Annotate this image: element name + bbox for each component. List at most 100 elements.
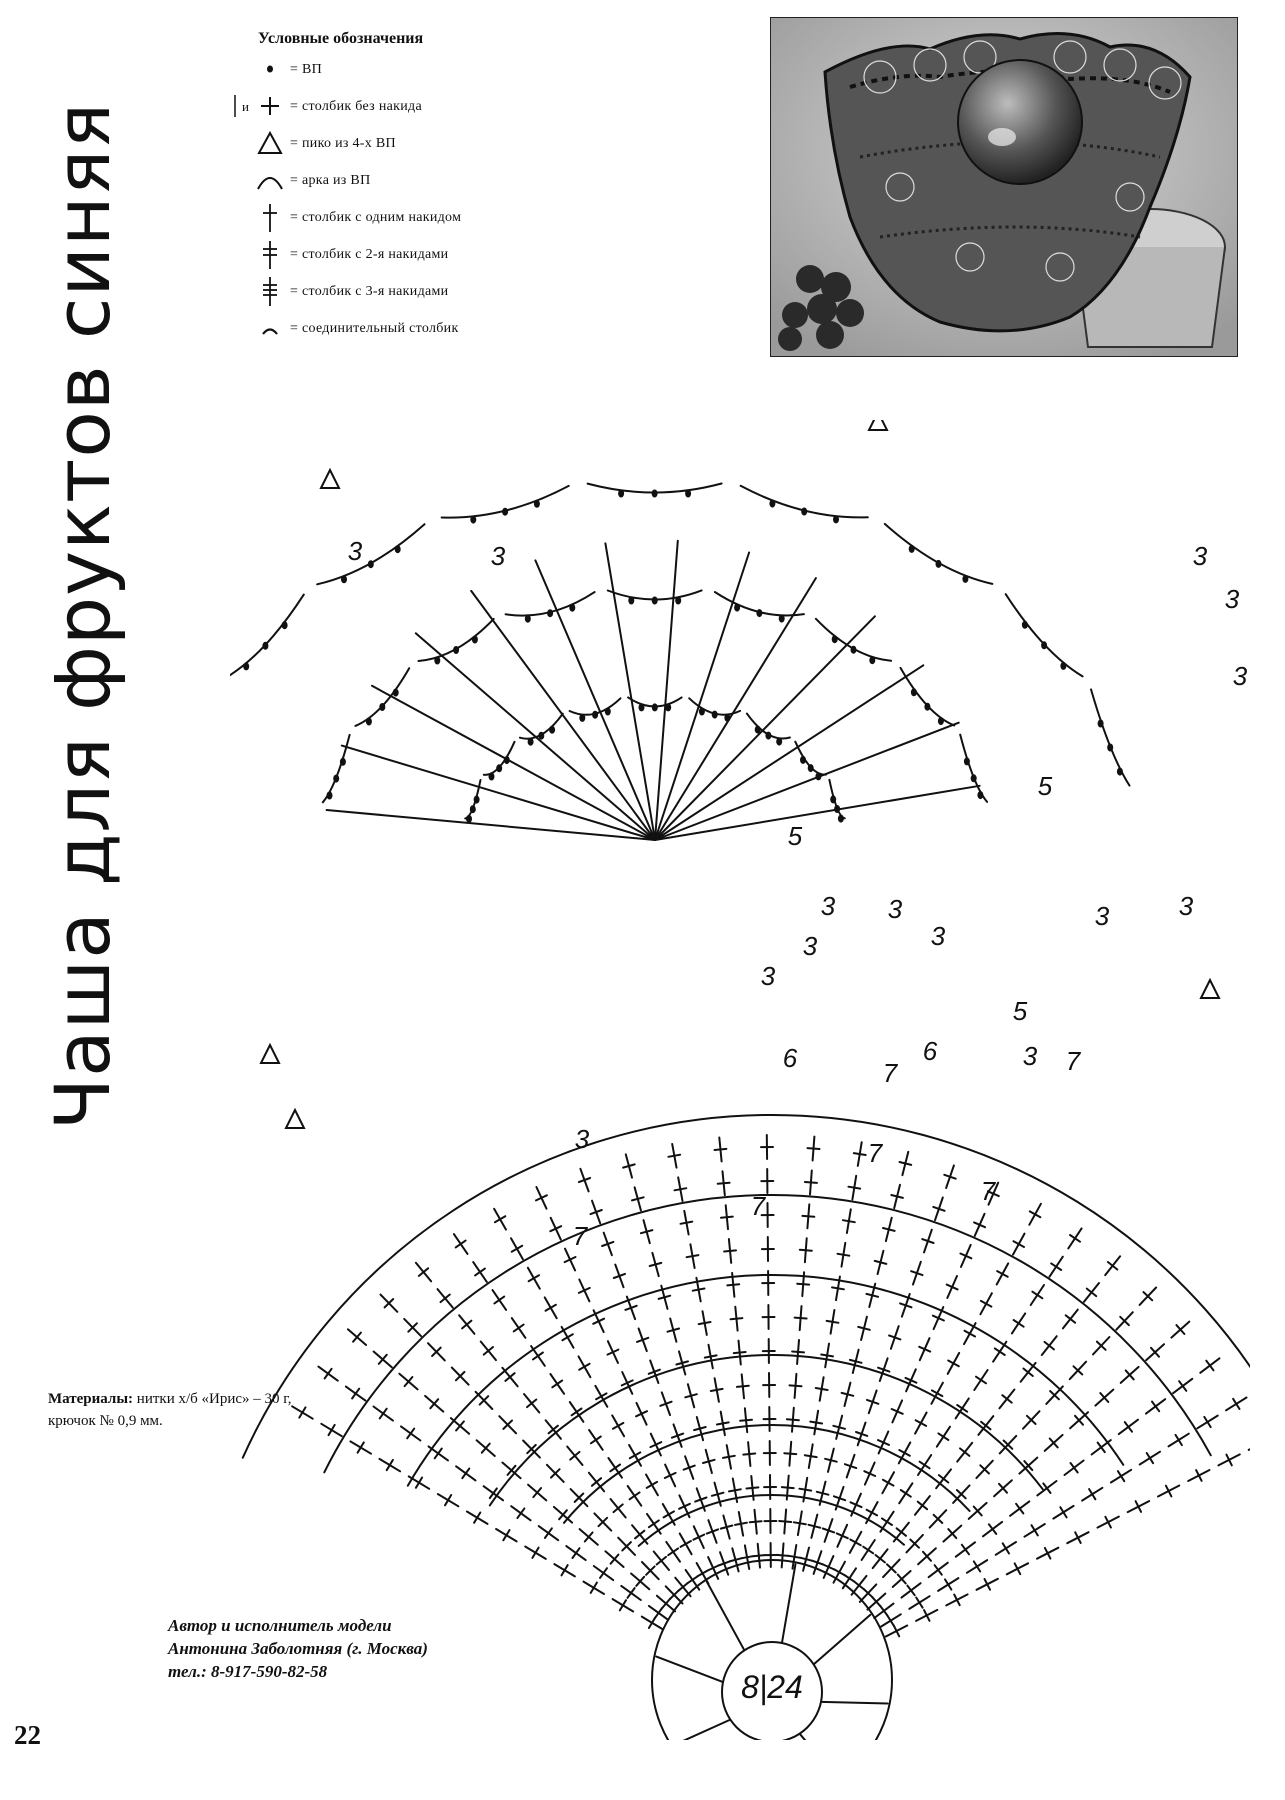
scheme-stitch-bar [944, 1578, 953, 1591]
center-label: 8|24 [741, 1669, 803, 1705]
scheme-stitch-bar [628, 1491, 641, 1501]
scheme-stitch-bar [631, 1196, 645, 1202]
scheme-number-label: 5 [1038, 771, 1053, 801]
legend-row-single-crochet: и = столбик без накида [230, 91, 570, 128]
scheme-stitch-bar [478, 1395, 490, 1406]
scheme-stitch-bar [531, 1546, 540, 1559]
scheme-stitch-bar [932, 1205, 946, 1212]
scheme-chain-dot [970, 774, 977, 783]
scheme-stitch-bar [1025, 1414, 1037, 1425]
scheme-chain-dot [533, 499, 540, 508]
scheme-chain-dot [651, 703, 658, 712]
scheme-stitch-bar [788, 1384, 803, 1388]
scheme-stitch-bar [973, 1221, 987, 1229]
scheme-stitch-bar [377, 1353, 388, 1365]
scheme-stitch-bar [886, 1563, 897, 1574]
scheme-stitch-bar [1104, 1515, 1112, 1529]
scheme-stitch-bar [612, 1503, 624, 1514]
scheme-chain-dot [776, 737, 783, 746]
scheme-stitch-bar [732, 1351, 747, 1355]
scheme-web-line [604, 542, 656, 841]
scheme-stitch-bar [1175, 1324, 1186, 1335]
scheme-stitch-bar [888, 1334, 902, 1341]
scheme-stitch-bar [1028, 1210, 1042, 1219]
scheme-stitch-bar [480, 1442, 491, 1454]
scheme-stitch-bar [474, 1267, 486, 1277]
scheme-stitch-bar [933, 1564, 943, 1576]
scheme-stitch-bar [444, 1494, 453, 1507]
scheme-stitch-bar [824, 1457, 838, 1463]
scheme-stitch-bar [717, 1560, 731, 1567]
scheme-stitch-bar [661, 1598, 671, 1610]
scheme-stitch [1247, 1448, 1250, 1451]
scheme-stitch-bar [612, 1421, 625, 1430]
scheme-chain-dot [837, 814, 844, 823]
scheme-chain-dot [685, 489, 692, 498]
scheme-stitch-bar [1225, 1453, 1233, 1467]
scheme-chain-dot [711, 710, 718, 719]
scheme-stitch-bar [1059, 1506, 1068, 1519]
scheme-stitch-bar [853, 1580, 865, 1591]
scheme-chain-dot [830, 795, 837, 804]
scheme-chain-dot [937, 717, 944, 726]
scheme-chain-dot [977, 791, 984, 800]
scheme-stitch-bar [879, 1605, 889, 1617]
scheme-chain-dot [473, 795, 480, 804]
scheme-stitch-bar [881, 1478, 895, 1487]
scheme-stitch-bar [1064, 1314, 1077, 1324]
scheme-row-arc [488, 1353, 1044, 1507]
scheme-chain-dot [924, 702, 931, 711]
scheme-stitch-bar [697, 1321, 712, 1326]
scheme-stitch-bar [639, 1229, 654, 1235]
scheme-stitch-bar [626, 1587, 636, 1599]
scheme-stitch-bar [922, 1550, 932, 1562]
author-line1: Автор и исполнитель модели [168, 1616, 392, 1635]
scheme-stitch-bar [831, 1286, 845, 1291]
scheme-stitch-bar [1164, 1484, 1173, 1498]
scheme-chain-dot [651, 489, 658, 498]
scheme-stitch-bar [793, 1316, 808, 1320]
scheme-stitch-bar [648, 1261, 663, 1267]
scheme-stitch-bar [1015, 1502, 1025, 1515]
scheme-web-line [654, 615, 876, 841]
scheme-stitch-bar [713, 1147, 728, 1151]
scheme-chain-dot [488, 772, 495, 781]
scheme-stitch-bar [1178, 1380, 1188, 1392]
scheme-arch [354, 667, 411, 727]
scheme-stitch-bar [972, 1505, 983, 1517]
scheme-stitch-bar [801, 1214, 816, 1218]
scheme-stitch-bar [686, 1575, 699, 1585]
scheme-stitch-bar [710, 1491, 725, 1497]
scheme-stitch-bar [855, 1431, 869, 1437]
scheme-stitch-bar [956, 1404, 969, 1413]
scheme-stitch-bar [890, 1408, 904, 1415]
scheme-stitch-bar [943, 1173, 957, 1180]
scheme-chain-dot [1107, 743, 1114, 752]
scheme-arch [883, 522, 994, 585]
scheme-stitch-bar [599, 1567, 608, 1579]
scheme-web-line [325, 809, 656, 841]
scheme-stitch-bar [1085, 1287, 1098, 1298]
scheme-stitch-bar [417, 1267, 430, 1277]
treble-2-icon [263, 241, 277, 269]
scheme-chain-dot [471, 635, 478, 644]
scheme-stitch-bar [931, 1314, 945, 1322]
scheme-stitch-bar [526, 1443, 537, 1455]
scheme-stitch-bar [482, 1346, 494, 1356]
scheme-arch [814, 617, 893, 662]
scheme-web-line [654, 784, 981, 841]
scheme-stitch-bar [716, 1181, 731, 1185]
page-title: Чаша для фруктов синяя [38, 101, 127, 1130]
slip-stitch-icon [262, 328, 278, 335]
scheme-stitch-bar [792, 1521, 807, 1526]
scheme-chain-dot [466, 814, 472, 823]
treble-3-icon [263, 277, 277, 306]
scheme-chain-dot [503, 756, 510, 765]
scheme-stitch-bar [634, 1529, 646, 1540]
scheme-stitch-bar [993, 1347, 1006, 1356]
scheme-web-line [371, 684, 656, 841]
scheme-stitch-bar [571, 1547, 581, 1559]
scheme-stitch-bar [955, 1489, 967, 1500]
scheme-stitch-bar [840, 1391, 855, 1397]
scheme-stitch-bar [473, 1511, 482, 1524]
